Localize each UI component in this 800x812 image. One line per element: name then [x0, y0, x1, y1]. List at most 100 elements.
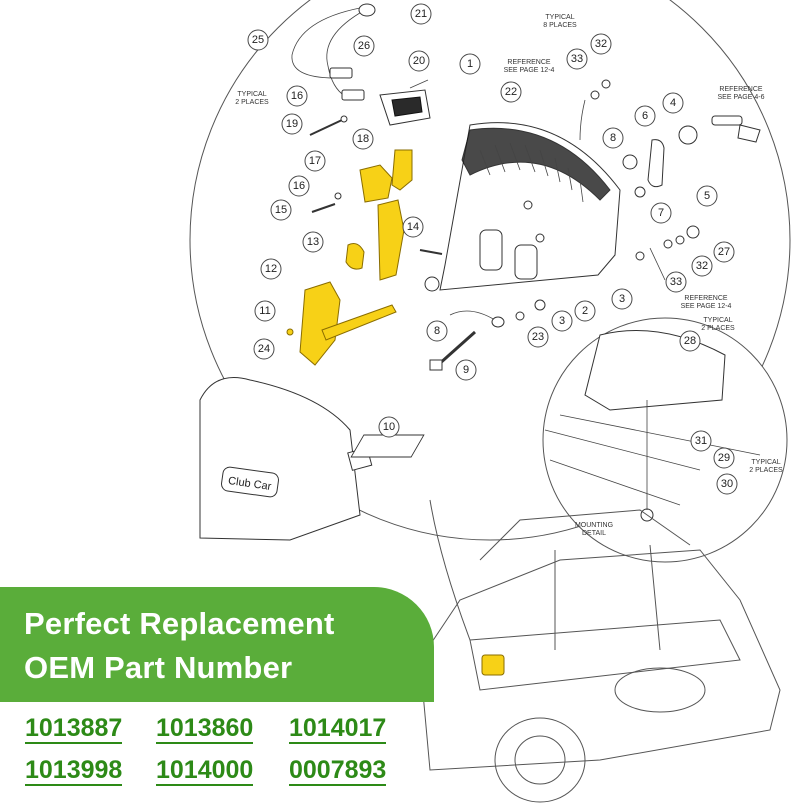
callout-circle [611, 288, 633, 310]
callout-circle [286, 85, 308, 107]
callout-number: 20 [413, 55, 425, 67]
callout-circle [408, 50, 430, 72]
callout-circle [253, 338, 275, 360]
callout-number: 2 [582, 305, 588, 317]
diagram-note: 8 PLACES [543, 22, 577, 29]
callout-number: 4 [670, 97, 676, 109]
callout-circle [679, 330, 701, 352]
diagram-note: 2 PLACES [235, 99, 269, 106]
callout-circle [402, 216, 424, 238]
callout-circle [691, 255, 713, 277]
sensor-cable [424, 276, 546, 328]
callout-18: 18 [352, 128, 374, 150]
callout-number: 1 [467, 58, 473, 70]
callout-number: 32 [696, 260, 708, 272]
callout-number: 7 [658, 207, 664, 219]
callout-number: 12 [265, 263, 277, 275]
callout-15: 15 [270, 199, 292, 221]
diagram-note: TYPICAL [545, 14, 574, 21]
linkage-parts [579, 79, 761, 281]
callout-number: 29 [718, 452, 730, 464]
callout-circle [665, 271, 687, 293]
callout-circle [713, 447, 735, 469]
golf-cart-illustration [419, 499, 781, 803]
wire-harness [291, 3, 376, 101]
callout-number: 14 [407, 221, 419, 233]
callout-11: 11 [254, 300, 276, 322]
callout-12: 12 [260, 258, 282, 280]
callout-circle [254, 300, 276, 322]
callout-20: 20 [408, 50, 430, 72]
highlighted-actuator-parts [286, 149, 413, 366]
callout-4: 4 [662, 92, 684, 114]
diagram-note: SEE PAGE 4-6 [718, 94, 765, 101]
callout-14: 14 [402, 216, 424, 238]
callout-number: 24 [258, 343, 270, 355]
callout-circle [551, 310, 573, 332]
diagram-note: 2 PLACES [749, 467, 783, 474]
callout-circle [690, 430, 712, 452]
diagram-note: REFERENCE [684, 295, 728, 302]
diagram-note: REFERENCE [719, 86, 763, 93]
callout-31: 31 [690, 430, 712, 452]
callout-number: 3 [559, 315, 565, 327]
callout-circle [716, 473, 738, 495]
callout-number: 17 [309, 155, 321, 167]
callout-circle [302, 231, 324, 253]
callout-29: 29 [713, 447, 735, 469]
callout-circle [288, 175, 310, 197]
callout-number: 8 [610, 132, 616, 144]
callout-21: 21 [410, 3, 432, 25]
banner-subheadline: OEM Part Number [24, 650, 293, 685]
diagram-note: TYPICAL [703, 317, 732, 324]
callout-circle [378, 416, 400, 438]
callout-number: 21 [415, 8, 427, 20]
callout-circle [455, 359, 477, 381]
diagram-note: TYPICAL [751, 459, 780, 466]
part-number: 1013998 [25, 756, 123, 786]
part-number: 1013887 [25, 714, 123, 744]
callout-10: 10 [378, 416, 400, 438]
callout-circle [574, 300, 596, 322]
callout-number: 33 [571, 53, 583, 65]
callout-circle [352, 128, 374, 150]
part-number: 1013860 [156, 714, 254, 744]
diagram-note: 2 PLACES [701, 325, 735, 332]
callout-circle [650, 202, 672, 224]
callout-circle [304, 150, 326, 172]
callout-9: 9 [455, 359, 477, 381]
switch-housing [439, 122, 621, 291]
callout-circle [590, 33, 612, 55]
callout-7: 7 [650, 202, 672, 224]
callout-number: 30 [721, 478, 733, 490]
callout-circle [410, 3, 432, 25]
callout-33: 33 [665, 271, 687, 293]
callout-16: 16 [286, 85, 308, 107]
callout-circle [527, 326, 549, 348]
callout-number: 8 [434, 325, 440, 337]
callout-3: 3 [551, 310, 573, 332]
callout-1: 1 [459, 53, 481, 75]
main-detail-circle [189, 0, 791, 541]
callout-number: 6 [642, 110, 648, 122]
callout-number: 13 [307, 236, 319, 248]
callout-circle [634, 105, 656, 127]
callout-circle [426, 320, 448, 342]
callout-27: 27 [713, 241, 735, 263]
part-number: 1014000 [156, 756, 254, 786]
diagram-note: TYPICAL [237, 91, 266, 98]
callout-circle [353, 35, 375, 57]
diagram-note: SEE PAGE 12-4 [504, 67, 555, 74]
callout-circle [260, 258, 282, 280]
callout-number: 31 [695, 435, 707, 447]
callout-16: 16 [288, 175, 310, 197]
callout-number: 11 [259, 305, 270, 317]
callout-circle [247, 29, 269, 51]
switch-cover: Club Car [199, 377, 373, 541]
callout-19: 19 [281, 113, 303, 135]
callout-number: 18 [357, 133, 369, 145]
callout-number: 16 [291, 90, 303, 102]
screws [309, 115, 476, 371]
